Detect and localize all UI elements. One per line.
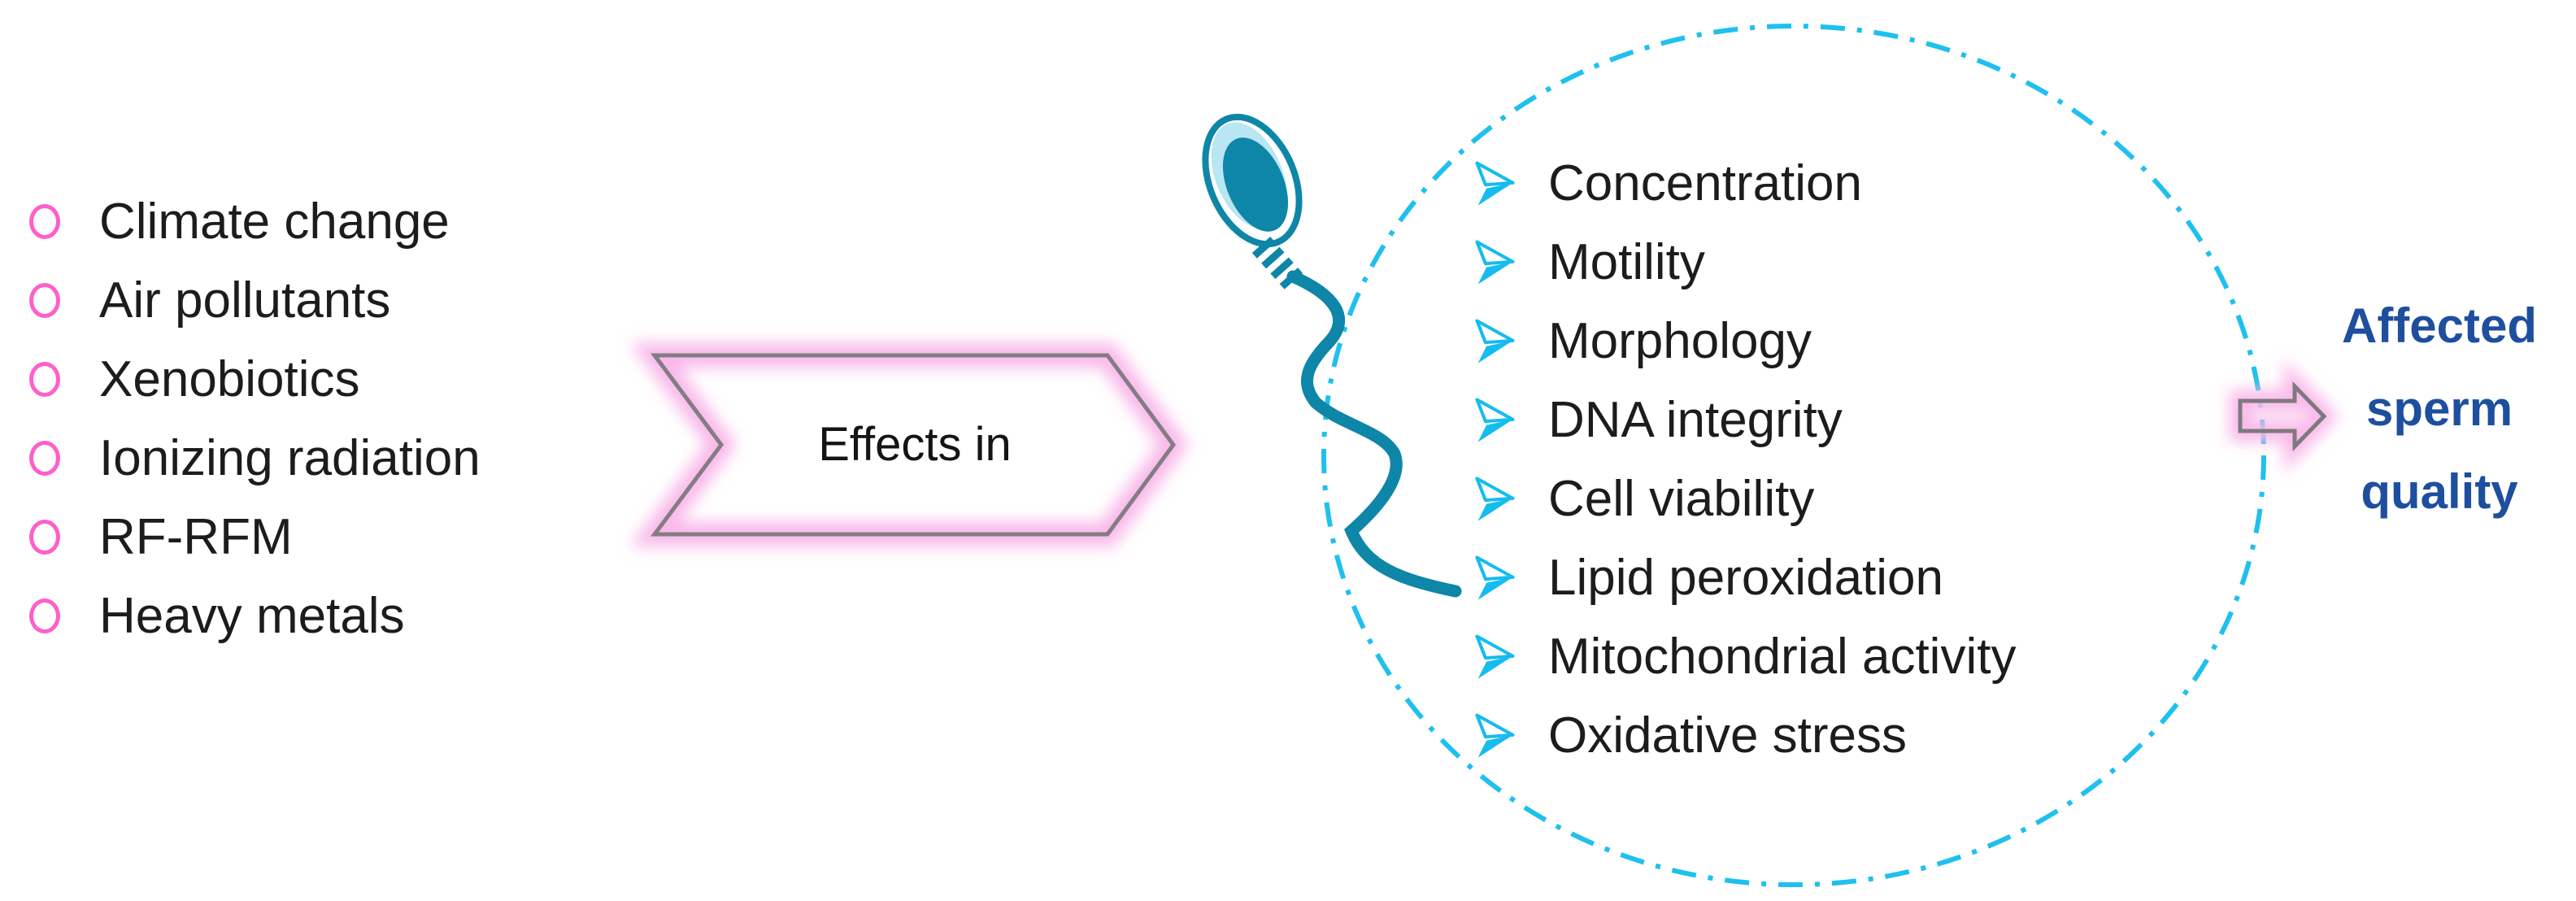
- list-item-label: Cell viability: [1548, 471, 1815, 527]
- list-item-label: Air pollutants: [99, 272, 391, 329]
- list-item: Lipid peroxidation: [1469, 538, 2016, 617]
- effects-banner-label: Effects in: [818, 418, 1012, 471]
- list-item-label: DNA integrity: [1548, 392, 1843, 448]
- arrowhead-bullet-icon: [1475, 318, 1515, 363]
- list-item-label: Morphology: [1548, 313, 1812, 369]
- sperm-icon: [1202, 113, 1462, 598]
- outcome-arrow-icon: [2230, 359, 2339, 473]
- list-item-label: Lipid peroxidation: [1548, 550, 1944, 606]
- list-item: RF-RFM: [29, 498, 481, 577]
- environmental-factors-list: Climate change Air pollutants Xenobiotic…: [29, 182, 481, 655]
- list-item-label: Ionizing radiation: [99, 430, 481, 486]
- list-item: Heavy metals: [29, 577, 481, 655]
- list-item: Mitochondrial activity: [1469, 617, 2016, 696]
- outcome-line: quality: [2361, 464, 2518, 519]
- circle-bullet-icon: [29, 362, 60, 397]
- list-item: Oxidative stress: [1469, 696, 2016, 775]
- dashed-circle: [1321, 24, 2266, 887]
- list-item-label: Xenobiotics: [99, 351, 360, 407]
- list-item-label: Concentration: [1548, 155, 1863, 211]
- list-item-label: Motility: [1548, 234, 1705, 290]
- list-item-label: Climate change: [99, 194, 450, 250]
- outcome-label: Affected sperm quality: [2308, 285, 2571, 533]
- effects-banner-shape: [630, 343, 1189, 546]
- arrowhead-bullet-icon: [1475, 633, 1515, 679]
- list-item: Air pollutants: [29, 261, 481, 340]
- list-item-label: RF-RFM: [99, 509, 293, 565]
- circle-bullet-icon: [29, 520, 60, 555]
- list-item: Climate change: [29, 182, 481, 261]
- list-item-label: Oxidative stress: [1548, 707, 1908, 764]
- list-item: Motility: [1469, 223, 2016, 302]
- arrowhead-bullet-icon: [1475, 239, 1515, 285]
- circle-bullet-icon: [29, 441, 60, 476]
- list-item: DNA integrity: [1469, 381, 2016, 459]
- circle-bullet-icon: [29, 204, 60, 239]
- list-item: Cell viability: [1469, 459, 2016, 538]
- list-item: Ionizing radiation: [29, 419, 481, 498]
- sperm-parameters-list: Concentration Motility Morphology DNA in…: [1469, 144, 2016, 775]
- outcome-line: sperm: [2365, 381, 2513, 436]
- list-item: Concentration: [1469, 144, 2016, 223]
- list-item: Morphology: [1469, 302, 2016, 381]
- circle-bullet-icon: [29, 283, 60, 318]
- arrowhead-bullet-icon: [1475, 476, 1515, 521]
- arrowhead-bullet-icon: [1475, 555, 1515, 600]
- list-item-label: Heavy metals: [99, 588, 405, 644]
- arrowhead-bullet-icon: [1475, 160, 1515, 206]
- list-item-label: Mitochondrial activity: [1548, 629, 2017, 685]
- list-item: Xenobiotics: [29, 340, 481, 419]
- circle-bullet-icon: [29, 598, 60, 633]
- arrowhead-bullet-icon: [1475, 712, 1515, 758]
- arrowhead-bullet-icon: [1475, 397, 1515, 442]
- outcome-line: Affected: [2341, 298, 2538, 353]
